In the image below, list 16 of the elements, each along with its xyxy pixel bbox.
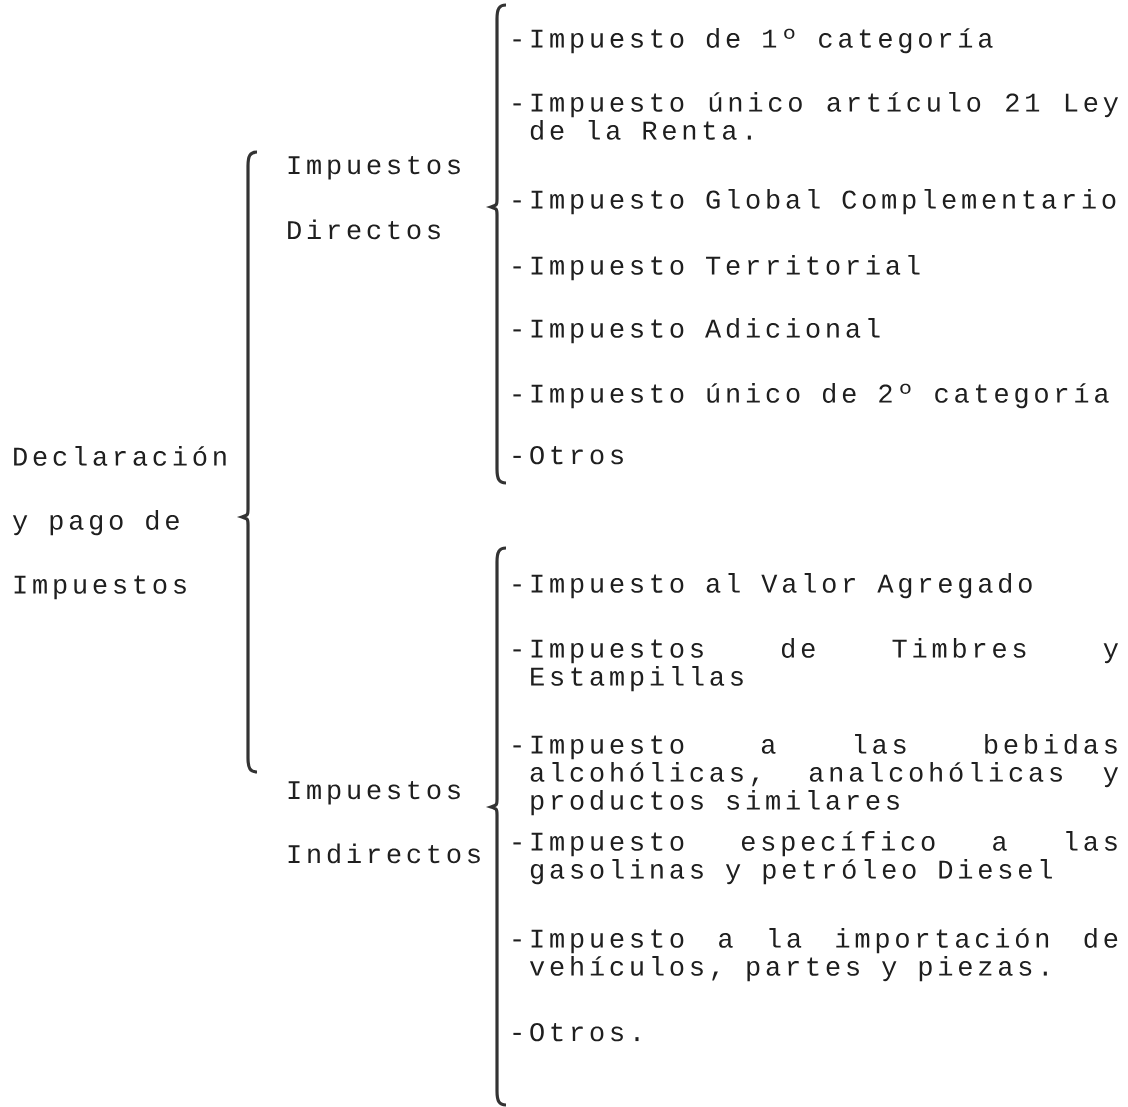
list-item: -Impuesto a las bebidas alcohólicas, analcohólicas y productos similares	[513, 734, 1119, 816]
list-item: -Impuesto específico a las gasolinas y petróleo Diesel	[513, 831, 1117, 885]
list-item: -Impuesto único artículo 21 Ley de la Renta.	[513, 92, 1118, 140]
heading-text: Declaración y pago de Impuestos	[12, 446, 226, 600]
list-item: -Impuesto Territorial	[513, 255, 920, 281]
list-item: -Impuesto a la importación de vehículos, partes y piezas.	[513, 928, 1118, 982]
list-item: -Impuesto único de 2º categoría	[513, 383, 1109, 409]
list-item: -Impuesto de 1º categoría	[513, 28, 993, 54]
category-text: Impuestos Directos	[288, 156, 460, 240]
category-text: Impuestos Indirectos	[288, 781, 480, 864]
list-item: -Impuesto Adicional	[513, 318, 880, 344]
list-item: -Impuesto Global Complementario	[513, 189, 1116, 215]
list-item: -Otros	[513, 446, 623, 465]
list-item: -Impuestos de Timbres y Estampillas	[513, 638, 1119, 692]
list-item: -Otros.	[513, 1023, 639, 1042]
list-item: -Impuesto al Valor Agregado	[513, 573, 1032, 599]
